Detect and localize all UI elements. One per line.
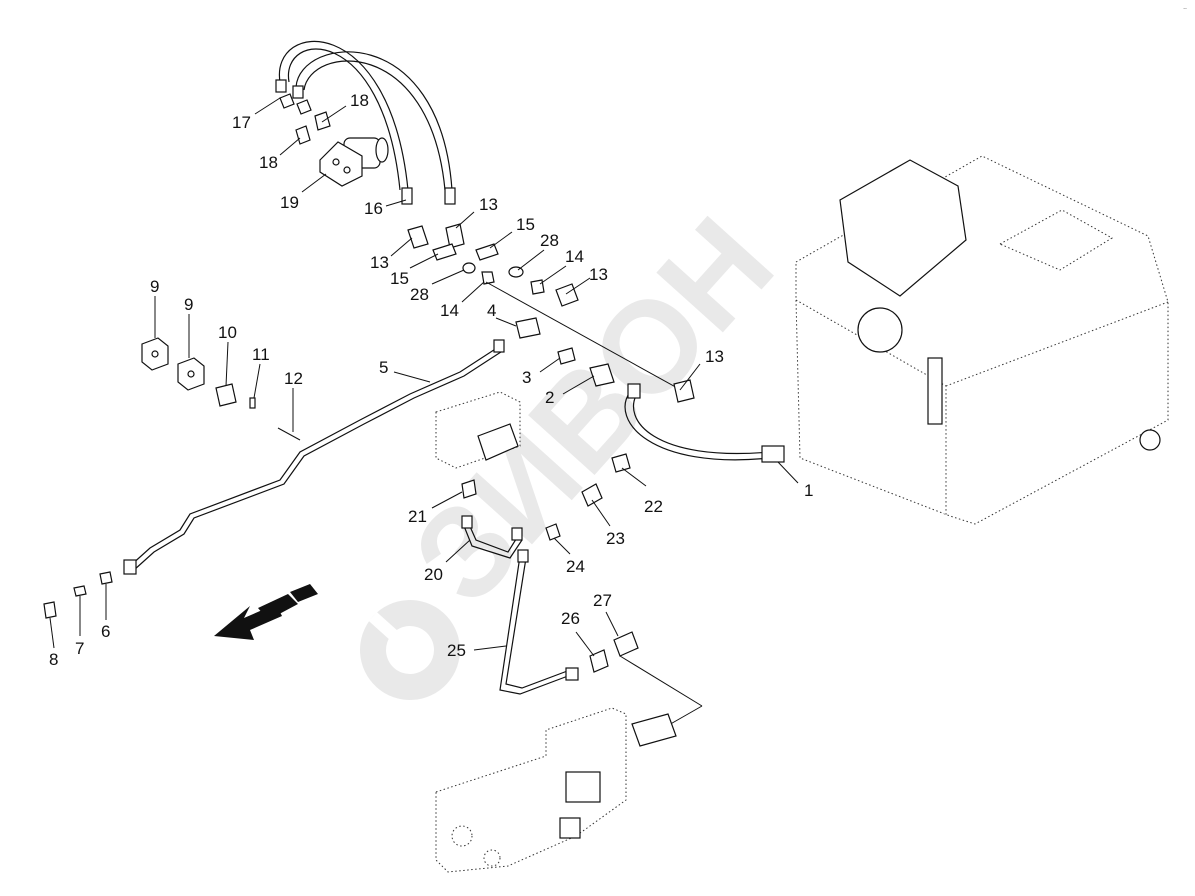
callout-18-upper: 18 — [350, 91, 369, 110]
hydraulic-tank — [795, 155, 1169, 525]
callout-17: 17 — [232, 113, 251, 132]
callout-12: 12 — [284, 369, 303, 388]
callout-26: 26 — [561, 609, 580, 628]
corner-mark: .. — [1183, 4, 1187, 11]
fitting-15-left — [432, 243, 457, 261]
fitting-13-lower — [673, 379, 695, 403]
callout-27: 27 — [593, 591, 612, 610]
nut-14-left — [481, 271, 495, 285]
fitting-24 — [545, 523, 561, 541]
washer-28-right — [508, 266, 524, 278]
callout-10: 10 — [218, 323, 237, 342]
nut-6 — [99, 571, 113, 585]
callout-20: 20 — [424, 565, 443, 584]
callout-9-left: 9 — [150, 277, 159, 296]
fitting-13-left — [407, 225, 429, 249]
hose-1 — [624, 383, 785, 463]
callout-labels: 1 2 3 4 5 6 7 8 9 9 10 11 12 13 13 13 13… — [49, 91, 813, 669]
callout-18-lower: 18 — [259, 153, 278, 172]
nut-7 — [73, 585, 87, 597]
block-9-right — [177, 357, 205, 391]
callout-19: 19 — [280, 193, 299, 212]
callout-5: 5 — [379, 358, 388, 377]
callout-28-right: 28 — [540, 231, 559, 250]
callout-13-lower: 13 — [705, 347, 724, 366]
callout-16: 16 — [364, 199, 383, 218]
callout-3: 3 — [522, 368, 531, 387]
callout-21: 21 — [408, 507, 427, 526]
callout-13-mid: 13 — [589, 265, 608, 284]
fitting-27 — [613, 631, 639, 657]
fitting-13-mid — [555, 283, 579, 307]
valve-block-small — [435, 391, 521, 469]
fitting-15-right — [475, 243, 499, 261]
callout-15-left: 15 — [390, 269, 409, 288]
callout-7: 7 — [75, 639, 84, 658]
block-9-left — [141, 337, 169, 371]
callout-28-left: 28 — [410, 285, 429, 304]
callout-25: 25 — [447, 641, 466, 660]
callout-14-left: 14 — [440, 301, 459, 320]
fitting-26 — [589, 649, 609, 673]
direction-arrow — [214, 584, 318, 640]
assembly-line — [485, 281, 691, 396]
tee-fitting-4 — [515, 317, 541, 339]
assembly-line-27 — [619, 655, 703, 707]
plate-10 — [215, 383, 237, 407]
callout-24: 24 — [566, 557, 585, 576]
hose-pair-16-17 — [275, 40, 456, 205]
fitting-18-lower — [295, 125, 311, 145]
callout-1: 1 — [804, 481, 813, 500]
bolt-12 — [277, 427, 301, 441]
callout-14-right: 14 — [565, 247, 584, 266]
callout-15-right: 15 — [516, 215, 535, 234]
callout-leaders — [49, 97, 799, 657]
washer-28-left — [462, 262, 476, 274]
callout-13-top: 13 — [479, 195, 498, 214]
fitting-21 — [461, 479, 477, 499]
nut-8 — [43, 601, 57, 619]
main-valve-block — [435, 707, 677, 873]
callout-8: 8 — [49, 650, 58, 669]
pin-11 — [249, 397, 256, 409]
fitting-18-upper — [314, 111, 331, 131]
hydraulic-motor-19 — [319, 137, 389, 187]
fitting-3 — [557, 347, 576, 365]
fitting-13-right — [445, 223, 465, 249]
callout-13-left: 13 — [370, 253, 389, 272]
callout-22: 22 — [644, 497, 663, 516]
fitting-22 — [611, 453, 631, 473]
callout-23: 23 — [606, 529, 625, 548]
callout-9-right: 9 — [184, 295, 193, 314]
tube-5 — [123, 339, 505, 575]
callout-4: 4 — [487, 301, 496, 320]
callout-6: 6 — [101, 622, 110, 641]
callout-11: 11 — [252, 345, 270, 364]
tube-25 — [499, 549, 579, 695]
callout-2: 2 — [545, 388, 554, 407]
tube-20 — [461, 515, 523, 559]
elbow-2 — [589, 363, 615, 387]
sleeve-23 — [581, 483, 603, 507]
